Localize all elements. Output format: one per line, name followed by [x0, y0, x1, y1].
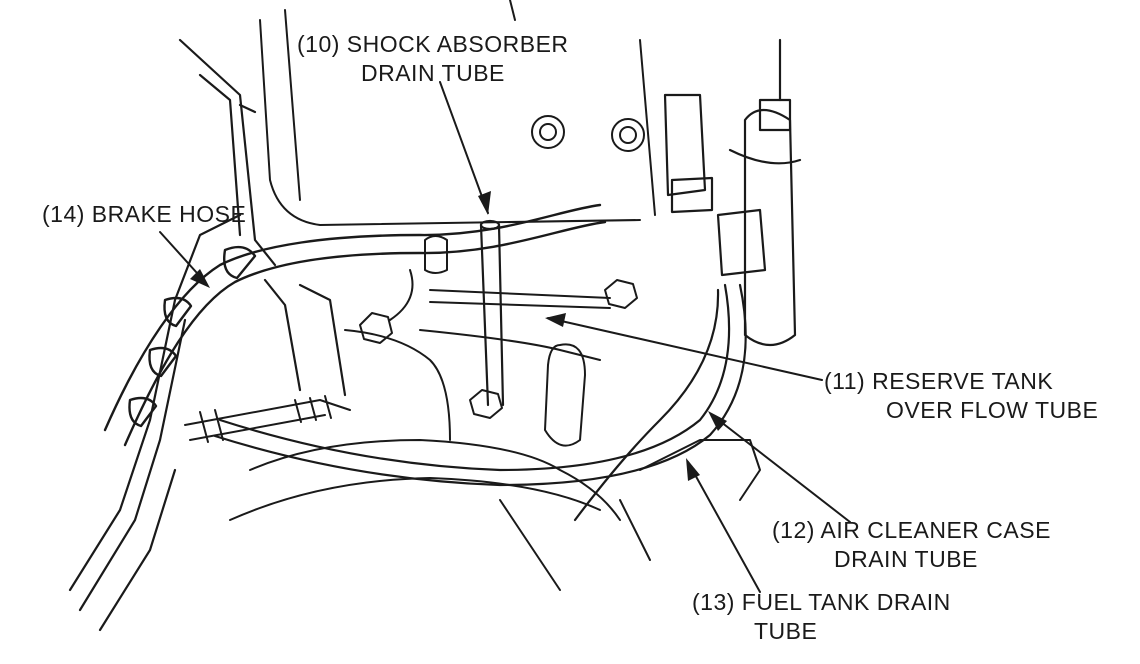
callout-line: TUBE: [754, 618, 818, 644]
right-junction-assembly: [663, 38, 802, 347]
callout-line: (13) FUEL TANK DRAIN: [692, 589, 951, 615]
arrowhead-fuel-tank-drain-tube: [686, 458, 700, 481]
callout-line: DRAIN TUBE: [834, 546, 978, 572]
leader-line-reserve-tank-over-flow-tube: [547, 317, 823, 381]
brake-hose-shape: [103, 203, 607, 447]
callout-shock-absorber-drain-tube: (10) SHOCK ABSORBER DRAIN TUBE: [297, 30, 569, 88]
callout-line: (11) RESERVE TANK: [824, 368, 1054, 394]
leader-arrowheads: [190, 191, 727, 481]
arrowhead-brake-hose: [190, 269, 210, 288]
callout-line: (14) BRAKE HOSE: [42, 201, 247, 227]
shock-absorber-drain-tube-shape: [479, 219, 505, 407]
leader-line-shock-absorber-drain-tube: [439, 81, 489, 214]
callout-line: OVER FLOW TUBE: [886, 397, 1099, 423]
arrowhead-shock-absorber-drain-tube: [478, 191, 491, 215]
callout-reserve-tank-over-flow-tube: (11) RESERVE TANK OVER FLOW TUBE: [824, 367, 1098, 425]
hose-clamp-cluster: [184, 395, 351, 443]
engine-tank-outlines: [229, 0, 761, 591]
leader-line-fuel-tank-drain-tube: [687, 461, 761, 593]
leader-line-air-cleaner-case-drain-tube: [711, 414, 851, 523]
callout-fuel-tank-drain-tube: (13) FUEL TANK DRAIN TUBE: [692, 588, 951, 646]
callout-air-cleaner-case-drain-tube: (12) AIR CLEANER CASE DRAIN TUBE: [772, 516, 1051, 574]
mounting-bolts: [359, 115, 645, 419]
callout-line: (10) SHOCK ABSORBER: [297, 31, 569, 57]
callout-line: DRAIN TUBE: [361, 60, 505, 86]
arrowhead-reserve-tank-over-flow-tube: [545, 313, 566, 327]
callout-line: (12) AIR CLEANER CASE: [772, 517, 1051, 543]
drain-tubes-shape: [213, 283, 747, 522]
arrowhead-air-cleaner-case-drain-tube: [708, 411, 727, 431]
leader-lines: [159, 81, 851, 593]
callout-brake-hose: (14) BRAKE HOSE: [42, 200, 246, 229]
reserve-tank-over-flow-tube-shape: [389, 235, 611, 321]
left-frame-panels: [68, 38, 347, 632]
